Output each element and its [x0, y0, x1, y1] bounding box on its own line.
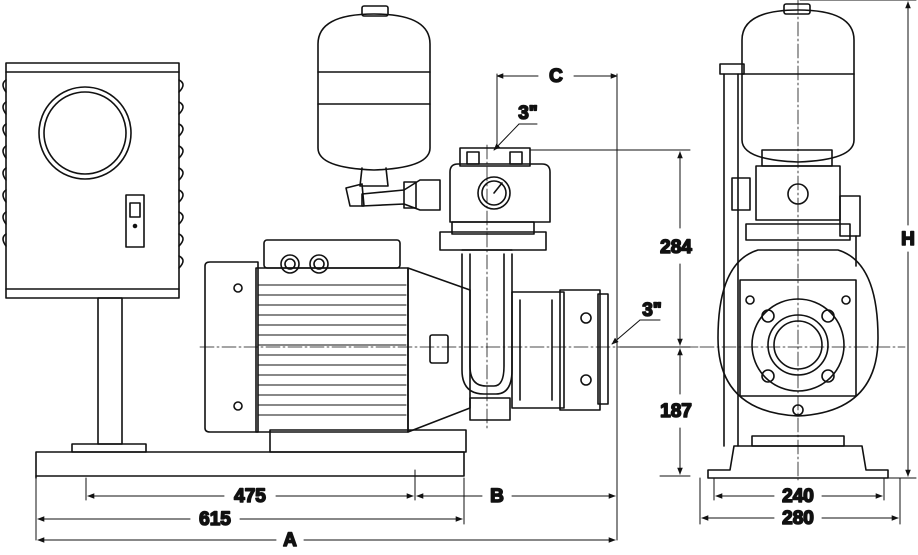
discharge-manifold	[439, 147, 551, 251]
expansion-tank-side	[317, 5, 431, 187]
pressure-switch	[345, 179, 441, 211]
dimension-label-h: H	[901, 229, 915, 250]
pump-volute-side	[461, 253, 609, 421]
end-view-frame	[723, 73, 751, 447]
expansion-tank-end	[719, 3, 855, 163]
dimension-label-a: A	[283, 530, 297, 551]
dimension-label-615: 615	[199, 509, 231, 530]
control-panel	[2, 62, 184, 299]
end-view-manifold	[745, 149, 861, 267]
dimension-label-284: 284	[660, 237, 692, 258]
centerlines	[199, 0, 906, 481]
discharge-size-label: 3"	[518, 103, 538, 124]
dimension-label-c: C	[549, 66, 563, 87]
dimension-label-187: 187	[660, 401, 692, 422]
motor-cooling-fins	[257, 284, 407, 416]
suction-size-label: 3"	[642, 300, 662, 321]
dimension-label-b: B	[490, 486, 504, 507]
base-frame	[35, 429, 467, 479]
panel-support-post	[71, 297, 147, 453]
dimension-label-240: 240	[782, 486, 814, 507]
dimension-label-475: 475	[234, 486, 266, 507]
dimension-lines	[35, 0, 917, 543]
motor	[204, 239, 471, 433]
panel-vent-fins	[2, 79, 184, 269]
dimension-label-280: 280	[782, 508, 814, 529]
